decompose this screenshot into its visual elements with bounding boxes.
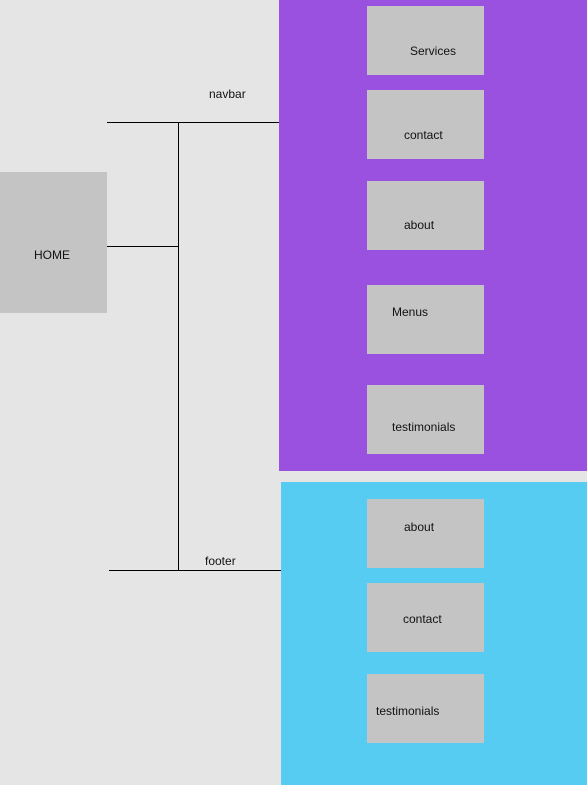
footer-item-label: testimonials xyxy=(376,704,440,718)
home-label: HOME xyxy=(34,248,70,262)
home-connector-line xyxy=(107,246,179,247)
navbar-item-services[interactable]: Services xyxy=(367,6,484,75)
footer-item-label: about xyxy=(404,520,435,534)
footer-item-testimonials[interactable]: testimonials xyxy=(367,674,484,743)
navbar-item-label: Menus xyxy=(392,305,429,319)
navbar-connector-line xyxy=(107,122,279,123)
navbar-connector-label: navbar xyxy=(209,87,246,101)
footer-connector-line xyxy=(109,570,281,571)
trunk-vertical-line xyxy=(178,122,179,571)
navbar-item-about[interactable]: about xyxy=(367,181,484,250)
navbar-item-label: testimonials xyxy=(392,420,456,434)
footer-item-contact[interactable]: contact xyxy=(367,583,484,652)
navbar-item-contact[interactable]: contact xyxy=(367,90,484,159)
footer-item-about[interactable]: about xyxy=(367,499,484,568)
navbar-item-label: about xyxy=(404,218,435,232)
navbar-item-label: contact xyxy=(404,128,443,142)
navbar-item-testimonials[interactable]: testimonials xyxy=(367,385,484,454)
home-node[interactable]: HOME xyxy=(0,172,107,313)
footer-connector-label: footer xyxy=(205,554,236,568)
navbar-item-menus[interactable]: Menus xyxy=(367,285,484,354)
footer-item-label: contact xyxy=(403,612,442,626)
navbar-item-label: Services xyxy=(410,44,457,58)
